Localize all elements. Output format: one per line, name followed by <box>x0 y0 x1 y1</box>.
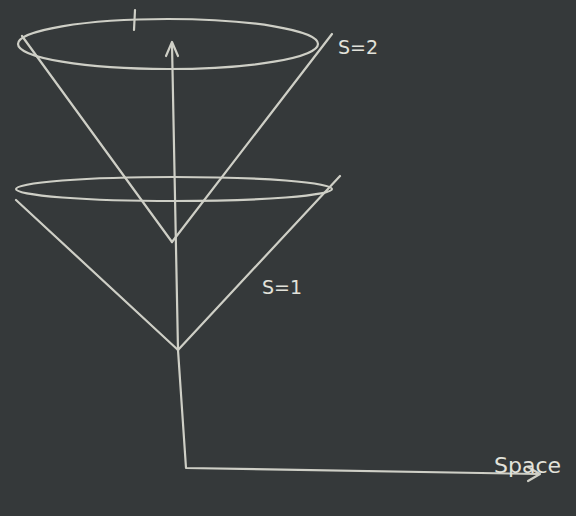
cone-edge <box>16 200 178 350</box>
tick-mark <box>134 10 135 30</box>
axis-label: Space <box>494 455 561 477</box>
cone-ellipse <box>18 19 318 69</box>
space-axis <box>178 350 538 474</box>
cone-ellipse <box>16 177 332 201</box>
surface-label: S=1 <box>262 278 302 297</box>
time-axis <box>172 44 178 350</box>
surface-label: S=2 <box>338 38 378 57</box>
arrow-head <box>166 42 178 56</box>
